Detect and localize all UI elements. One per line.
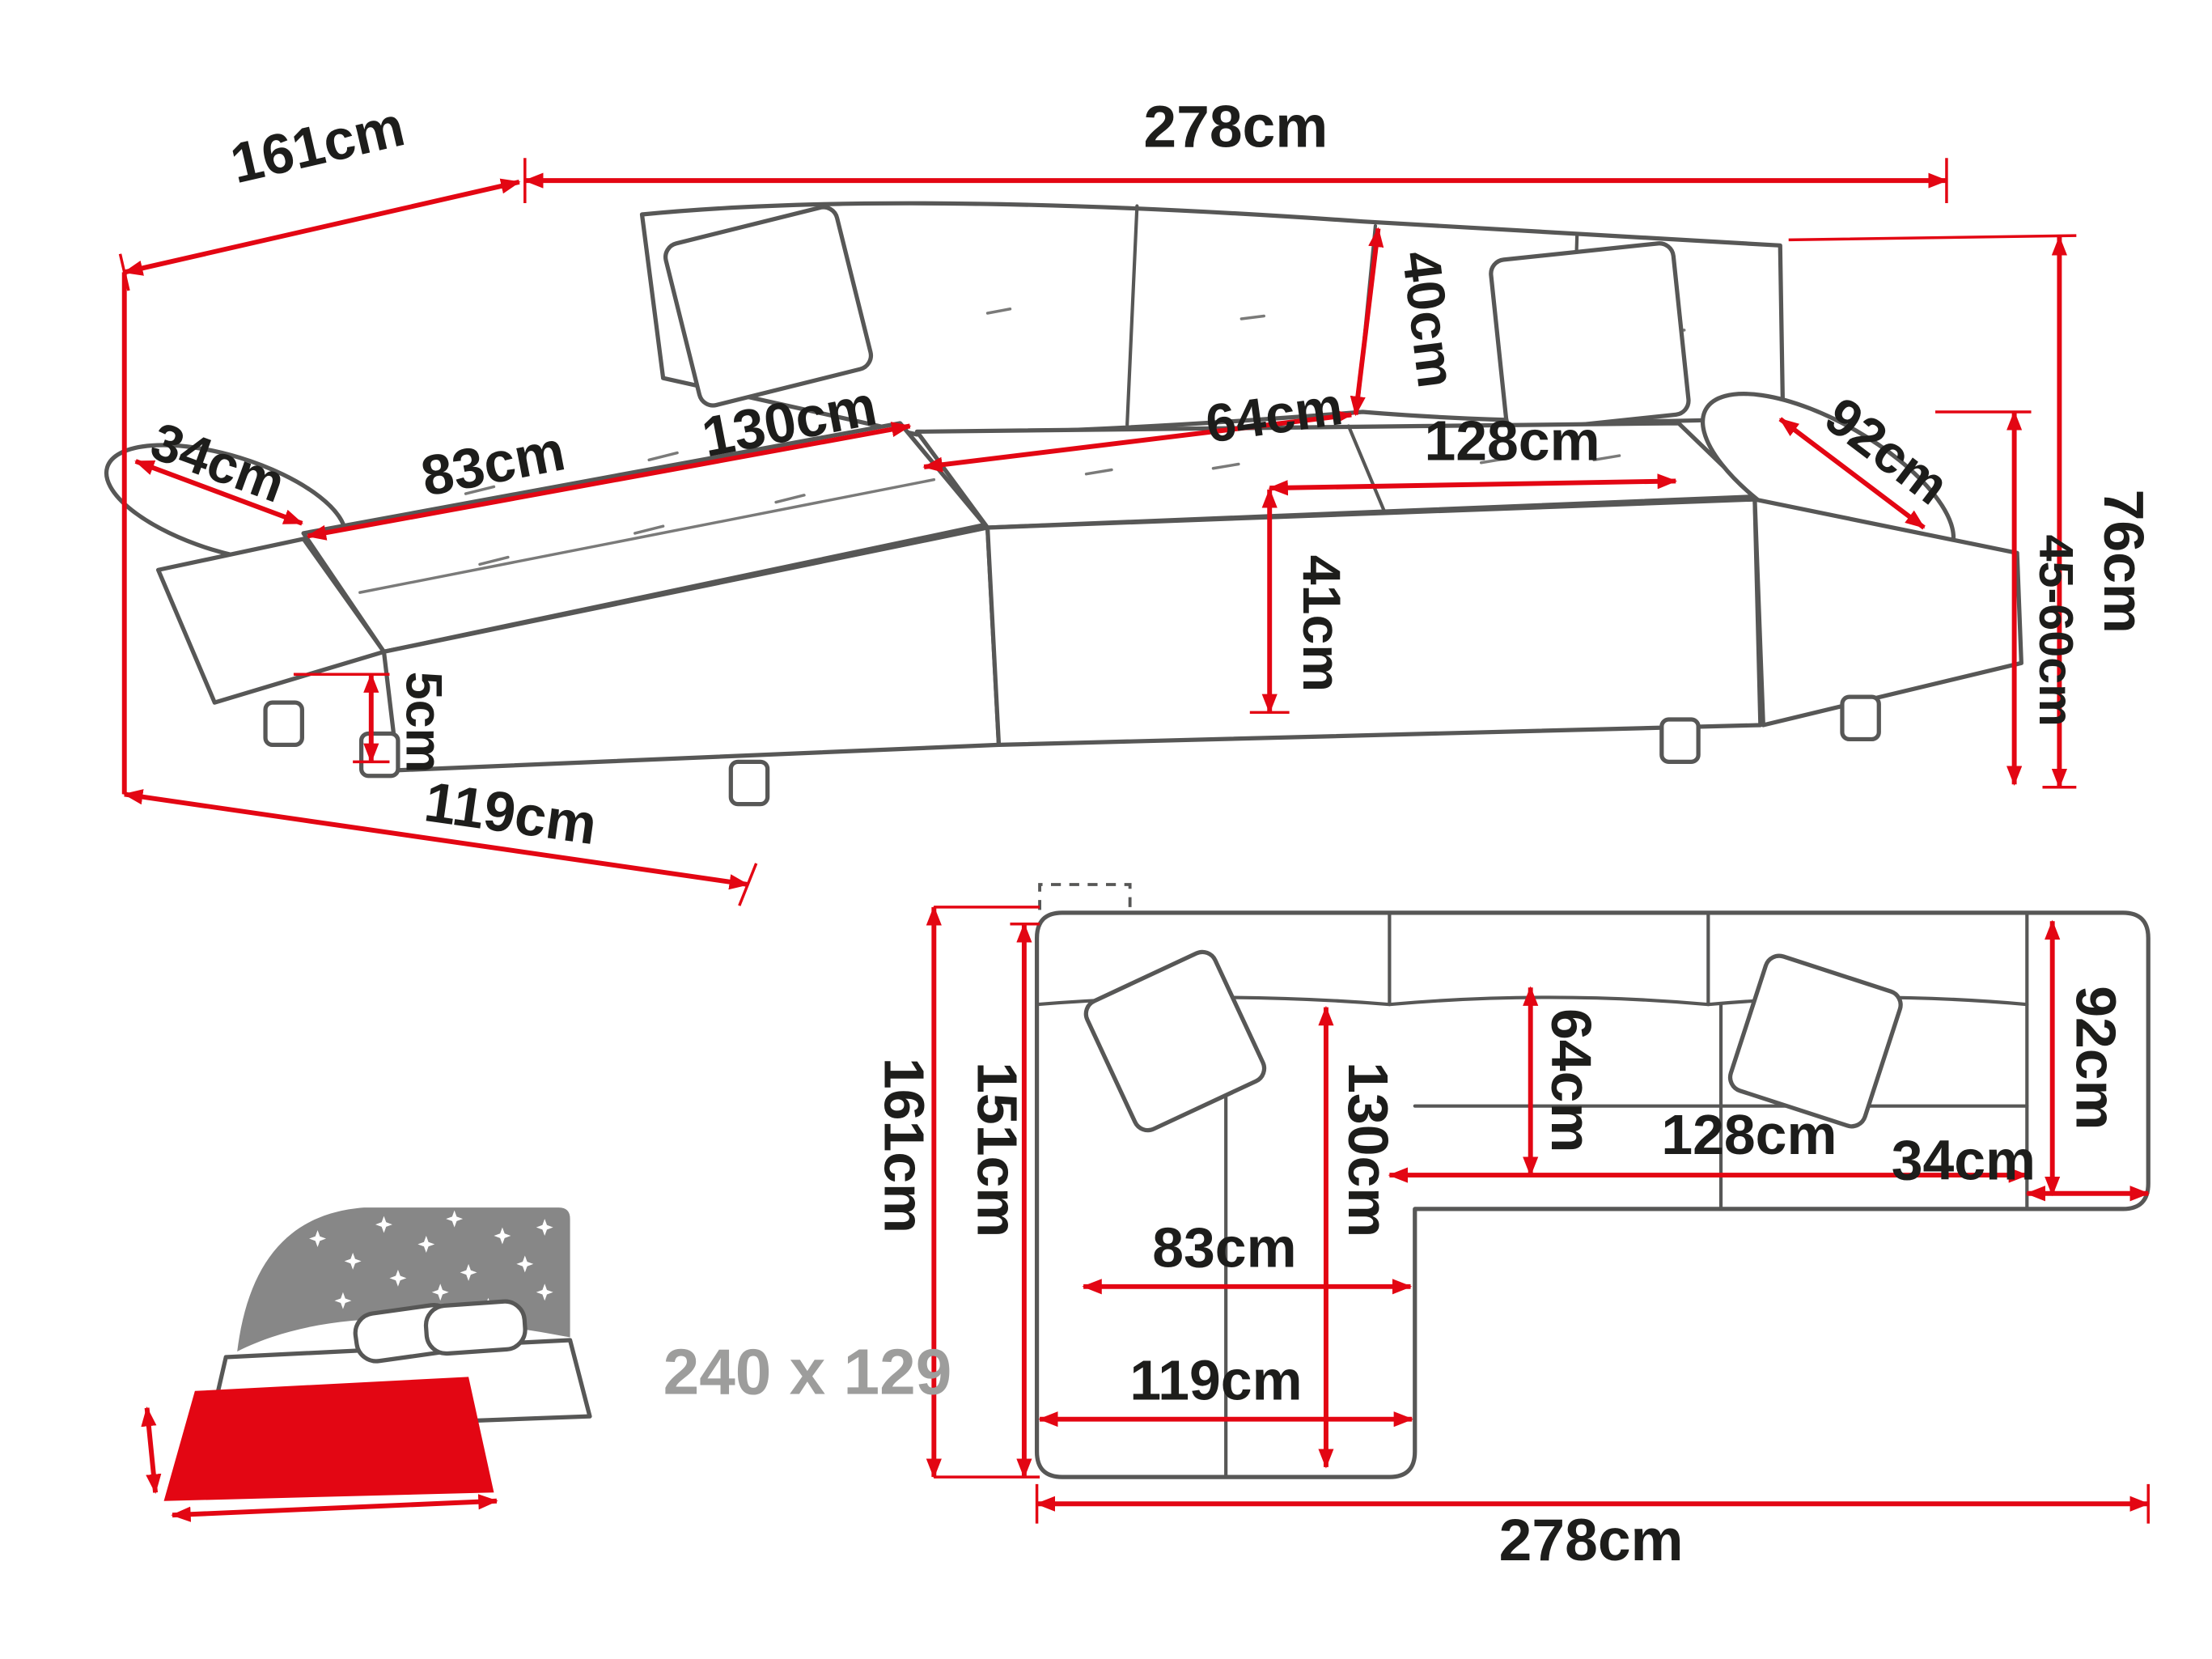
plan-pillow-right xyxy=(1727,953,1903,1129)
main-base-front xyxy=(985,497,1763,748)
sleeping-function-icon: 240 x 129 xyxy=(141,1207,952,1522)
plan-dim-label-278: 278cm xyxy=(1499,1507,1684,1573)
plan-backrest-dividers xyxy=(1388,910,1710,1007)
dim-label-seatheight-45-60: 45-60cm xyxy=(2029,535,2083,727)
perspective-view: 278cm 161cm 40cm 34cm 83cm 130cm 64cm 12… xyxy=(104,93,2155,906)
plan-dim-label-130: 130cm xyxy=(1337,1062,1400,1237)
dim-line-front-119 xyxy=(123,789,749,890)
plan-dim-label-92: 92cm xyxy=(2064,986,2127,1130)
dim-label-depth-161: 161cm xyxy=(225,94,410,195)
plan-pillow-left xyxy=(1083,949,1267,1133)
dim-label-height-76: 76cm xyxy=(2092,490,2155,634)
sleeping-size-label: 240 x 129 xyxy=(663,1334,952,1407)
dim-label-seatheight-41: 41cm xyxy=(1291,555,1351,692)
backrest-tuft-marks xyxy=(788,304,1686,335)
plan-view: 161cm 151cm 92cm 130cm 64cm 128cm 34cm 8… xyxy=(872,883,2151,1573)
perspective-sofa-drawing xyxy=(104,201,2023,807)
dim-line-depth-64 xyxy=(922,409,1354,473)
dim-label-leg-5: 5cm xyxy=(395,672,451,774)
perspective-dimension-lines xyxy=(118,158,2077,906)
plan-dim-label-119: 119cm xyxy=(1129,1348,1302,1411)
plan-dim-label-151: 151cm xyxy=(965,1062,1028,1237)
plan-dim-label-83: 83cm xyxy=(1152,1216,1296,1279)
plan-dim-label-161: 161cm xyxy=(872,1058,935,1233)
plan-dimension-labels: 161cm 151cm 92cm 130cm 64cm 128cm 34cm 8… xyxy=(872,986,2127,1573)
plan-dim-label-34: 34cm xyxy=(1892,1128,2036,1191)
dim-line-arm-92 xyxy=(1778,417,1926,530)
bed-pillow-right xyxy=(423,1299,528,1356)
dim-label-seat-128: 128cm xyxy=(1424,409,1600,472)
plan-dimension-lines xyxy=(926,906,2150,1524)
plan-corner-dashed xyxy=(1038,883,1132,910)
pillow-left xyxy=(663,205,874,408)
dim-line-depth-161 xyxy=(123,178,521,276)
dim-line-seat-128 xyxy=(1268,473,1677,496)
sleeping-width-arrow xyxy=(171,1494,498,1522)
right-base-side xyxy=(1752,497,2023,728)
sleeping-surface xyxy=(163,1377,494,1501)
sleeping-depth-arrow xyxy=(141,1406,162,1495)
plan-dim-label-64: 64cm xyxy=(1540,1008,1603,1152)
pillow-right xyxy=(1489,241,1691,434)
dim-label-width-278: 278cm xyxy=(1143,93,1328,159)
dim-line-seat-83-130 xyxy=(306,422,912,541)
dim-line-arm-34 xyxy=(134,459,304,526)
plan-sofa-drawing xyxy=(1034,883,2151,1479)
seat-cushion-divider xyxy=(1346,424,1388,516)
plan-dim-label-128: 128cm xyxy=(1661,1103,1837,1166)
dim-line-back-40 xyxy=(1350,227,1384,417)
